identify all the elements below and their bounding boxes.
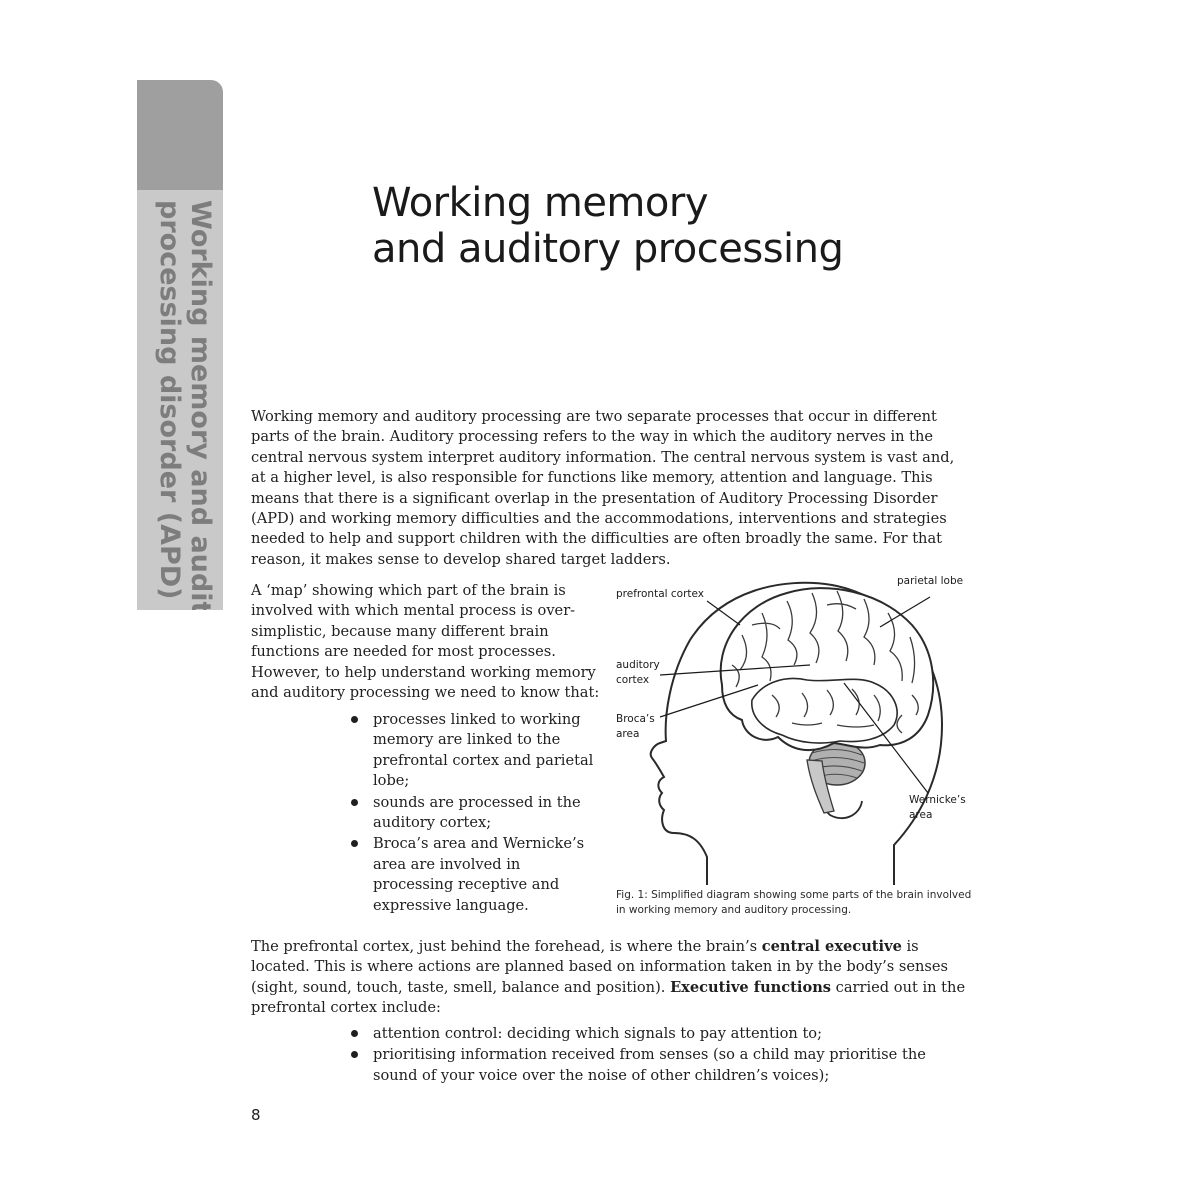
list-item: prioritising information received from s… — [349, 1045, 969, 1086]
intro-paragraph: Working memory and auditory processing a… — [251, 408, 955, 568]
cerebellum-folds — [810, 749, 865, 779]
side-tab-line-1: Working memory and auditory — [185, 200, 216, 610]
chapter-side-tab: Working memory and auditory processing d… — [137, 80, 223, 610]
auditory-pointer — [659, 664, 811, 676]
title-line-2: and auditory processing — [372, 226, 844, 272]
prefrontal-cortex-label: prefrontal cortex — [616, 588, 704, 600]
side-tab-line-2: processing disorder (APD) — [154, 200, 185, 600]
brain-bullet-list: processes linked to working memory are l… — [349, 710, 604, 917]
brain-map-paragraph: A ‘map’ showing which part of the brain … — [251, 582, 600, 702]
wernicke-area-label-line1: Wernicke’s — [909, 794, 966, 806]
executive-text-2: is located. This is where actions are pl… — [251, 938, 949, 996]
wernicke-area-label-line2: area — [909, 809, 932, 821]
brain-stem — [806, 759, 835, 814]
list-item: Broca’s area and Wernicke’s area are inv… — [349, 834, 604, 916]
auditory-cortex-label-line1: auditory — [616, 659, 660, 671]
brain-diagram: prefrontal cortex parietal lobe auditory… — [616, 575, 966, 885]
executive-text-1: The prefrontal cortex, just behind the f… — [251, 938, 762, 955]
parietal-pointer — [879, 596, 931, 628]
brain-diagram-figure: prefrontal cortex parietal lobe auditory… — [612, 565, 977, 885]
side-tab-heading: Working memory and auditory processing d… — [154, 200, 216, 610]
page-title: Working memory and auditory processing — [372, 180, 844, 272]
prefrontal-pointer — [706, 600, 741, 626]
list-item: processes linked to working memory are l… — [349, 710, 604, 792]
wernicke-pointer — [843, 682, 929, 794]
list-item: sounds are processed in the auditory cor… — [349, 793, 604, 834]
executive-functions-term: Executive functions — [670, 978, 832, 996]
list-item: attention control: deciding which signal… — [349, 1024, 969, 1044]
figure-caption: Fig. 1: Simplified diagram showing some … — [616, 889, 972, 916]
temporal-lobe — [751, 677, 898, 744]
side-tab-accent — [137, 80, 223, 190]
brain-folds — [731, 590, 919, 734]
broca-area-label-line2: area — [616, 728, 639, 740]
executive-text-3: carried out in the prefrontal cortex inc… — [251, 978, 966, 1017]
broca-area-label-line1: Broca’s — [616, 713, 655, 725]
executive-paragraph: The prefrontal cortex, just behind the f… — [251, 937, 973, 1019]
central-executive-term: central executive — [761, 938, 902, 955]
broca-pointer — [659, 684, 759, 718]
auditory-cortex-label-line2: cortex — [616, 674, 649, 686]
parietal-lobe-label: parietal lobe — [897, 575, 963, 587]
page-number: 8 — [251, 1106, 261, 1124]
title-line-1: Working memory — [372, 180, 709, 226]
executive-bullet-list: attention control: deciding which signal… — [349, 1024, 969, 1087]
